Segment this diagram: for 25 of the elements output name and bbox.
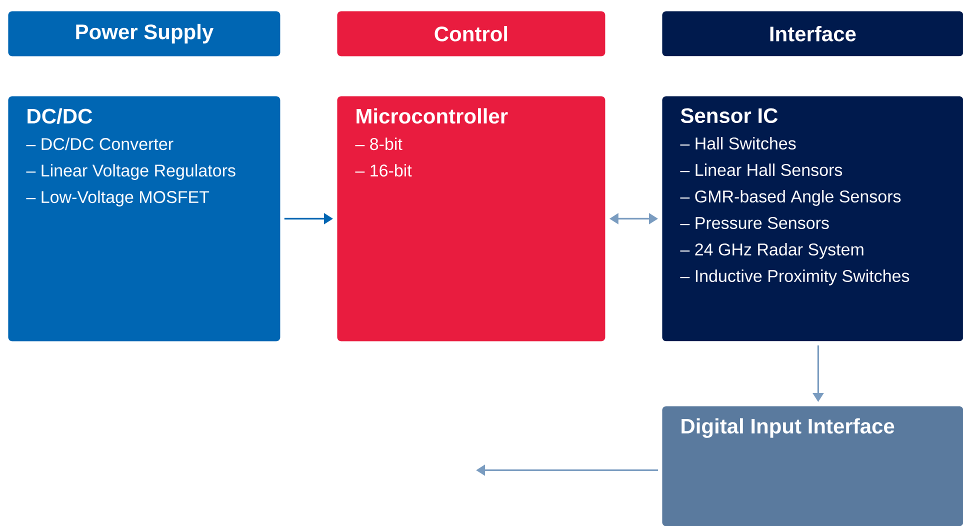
component-box (337, 96, 606, 342)
item-text: – Linear Hall Sensors (680, 164, 842, 176)
item-text: – Linear Voltage Regulators (26, 164, 236, 180)
item-text: – GMR-based Angle Sensors (680, 190, 901, 206)
heading-text: Sensor IC (680, 108, 778, 124)
category-header (337, 11, 606, 56)
heading-text: Microcontroller (356, 108, 508, 124)
component-box (662, 96, 963, 342)
item-text: – Low-Voltage MOSFET (26, 190, 210, 206)
header-text: Interface (770, 26, 856, 42)
heading-text: Digital Input Interface (682, 418, 894, 438)
component-box (662, 406, 963, 526)
heading-text: DC/DC (28, 108, 92, 124)
item-text: – 8-bit (355, 138, 402, 150)
category-header (662, 11, 963, 56)
item-text: – DC/DC Converter (26, 138, 174, 150)
item-text: – Pressure Sensors (680, 216, 829, 230)
category-header (8, 11, 280, 56)
item-text: – 16-bit (355, 164, 412, 177)
item-text: – Inductive Proximity Switches (680, 270, 910, 286)
header-text: Control (434, 26, 508, 42)
component-box (8, 96, 280, 342)
header-text: Power Supply (76, 24, 214, 44)
item-text: – Hall Switches (680, 137, 796, 150)
item-text: – 24 GHz Radar System (680, 243, 864, 259)
